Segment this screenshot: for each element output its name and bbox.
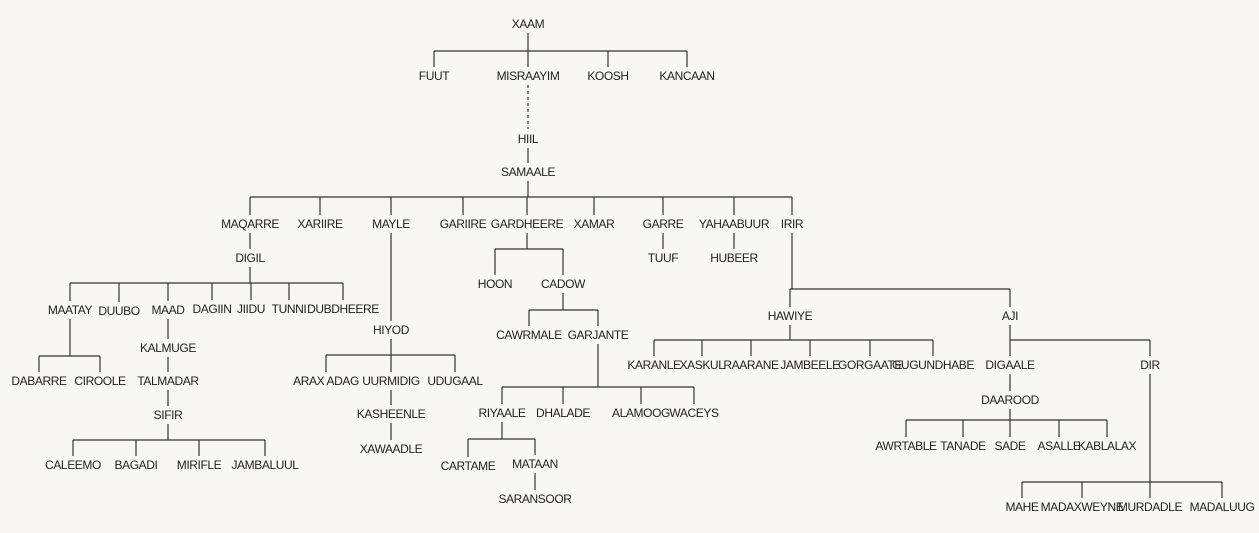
- node-sifir: SIFIR: [153, 408, 183, 422]
- node-aji: AJI: [1001, 309, 1019, 323]
- node-xamar: XAMAR: [573, 217, 615, 231]
- node-dubdheere: DUBDHEERE: [307, 302, 379, 316]
- node-xariire: XARIIRE: [297, 217, 343, 231]
- node-mirifle: MIRIFLE: [176, 458, 222, 472]
- node-dir: DIR: [1140, 358, 1160, 372]
- node-udugaal: UDUGAAL: [427, 374, 483, 388]
- node-dhalade: DHALADE: [536, 406, 590, 420]
- node-kancaan: KANCAAN: [659, 69, 715, 83]
- node-tuuf: TUUF: [647, 251, 679, 265]
- node-xawaadle: XAWAADLE: [359, 442, 423, 456]
- node-alamoog: ALAMOOG: [612, 406, 670, 420]
- node-kalmuge: KALMUGE: [140, 341, 196, 355]
- node-digil: DIGIL: [235, 251, 265, 265]
- node-jambeele: JAMBEELE: [780, 358, 840, 372]
- node-karanle: KARANLE: [627, 358, 681, 372]
- node-asalle: ASALLE: [1037, 439, 1081, 453]
- node-kablalax: KABLALAX: [1077, 439, 1137, 453]
- node-tanade: TANADE: [940, 439, 986, 453]
- node-uurmidig: UURMIDIG: [362, 374, 420, 388]
- node-garjante: GARJANTE: [567, 328, 629, 342]
- node-riyaale: RIYAALE: [478, 406, 526, 420]
- node-talmadar: TALMADAR: [137, 374, 199, 388]
- node-yahaabuur: YAHAABUUR: [698, 217, 770, 231]
- node-hawiye: HAWIYE: [767, 309, 813, 323]
- node-mahe: MAHE: [1005, 500, 1039, 514]
- node-arax-adag: ARAX ADAG: [293, 374, 359, 388]
- node-ciroole: CIROOLE: [74, 374, 126, 388]
- node-maatay: MAATAY: [47, 303, 93, 317]
- node-samaale: SAMAALE: [501, 165, 555, 179]
- node-jambaluul: JAMBALUUL: [231, 458, 299, 472]
- node-hoon: HOON: [477, 277, 513, 291]
- node-awrtable: AWRTABLE: [875, 439, 937, 453]
- node-maqarre: MAQARRE: [221, 217, 279, 231]
- node-mayle: MAYLE: [372, 217, 410, 231]
- node-saransoor: SARANSOOR: [498, 492, 572, 506]
- node-raarane: RAARANE: [723, 358, 779, 372]
- node-bagadi: BAGADI: [114, 458, 158, 472]
- node-duubo: DUUBO: [98, 304, 140, 318]
- node-murdadle: MURDADLE: [1117, 500, 1183, 514]
- node-digaale: DIGAALE: [985, 358, 1035, 372]
- node-jiidu: JIIDU: [236, 302, 266, 316]
- node-gorgaate: GORGAATE: [838, 358, 902, 372]
- node-koosh: KOOSH: [587, 69, 629, 83]
- node-hiyod: HIYOD: [372, 323, 410, 337]
- node-maad: MAAD: [151, 303, 185, 317]
- node-kasheenle: KASHEENLE: [356, 407, 426, 421]
- node-cadow: CADOW: [541, 277, 585, 291]
- node-misraayim: MISRAAYIM: [496, 69, 560, 83]
- node-dabarre: DABARRE: [11, 374, 67, 388]
- node-fuut: FUUT: [418, 69, 450, 83]
- node-hiil: HIIL: [517, 132, 539, 146]
- node-cawrmale: CAWRMALE: [496, 328, 562, 342]
- node-sade: SADE: [994, 439, 1026, 453]
- node-madaxweyne: MADAXWEYNE: [1040, 500, 1124, 514]
- node-gardheere: GARDHEERE: [490, 217, 564, 231]
- node-xaskul: XASKUL: [679, 358, 725, 372]
- node-waceys: WACEYS: [669, 406, 719, 420]
- node-mataan: MATAAN: [512, 457, 558, 471]
- node-irir: IRIR: [780, 217, 804, 231]
- node-cartame: CARTAME: [440, 459, 496, 473]
- node-madaluug: MADALUUG: [1189, 500, 1255, 514]
- node-garre: GARRE: [642, 217, 684, 231]
- node-gugundhabe: GUGUNDHABE: [891, 358, 975, 372]
- node-hubeer: HUBEER: [710, 251, 758, 265]
- node-tunni: TUNNI: [271, 302, 307, 316]
- node-dagiin: DAGIIN: [192, 302, 232, 316]
- node-caleemo: CALEEMO: [45, 458, 101, 472]
- node-xaam: XAAM: [511, 17, 545, 31]
- node-gariire: GARIIRE: [439, 217, 487, 231]
- node-daarood: DAAROOD: [981, 393, 1039, 407]
